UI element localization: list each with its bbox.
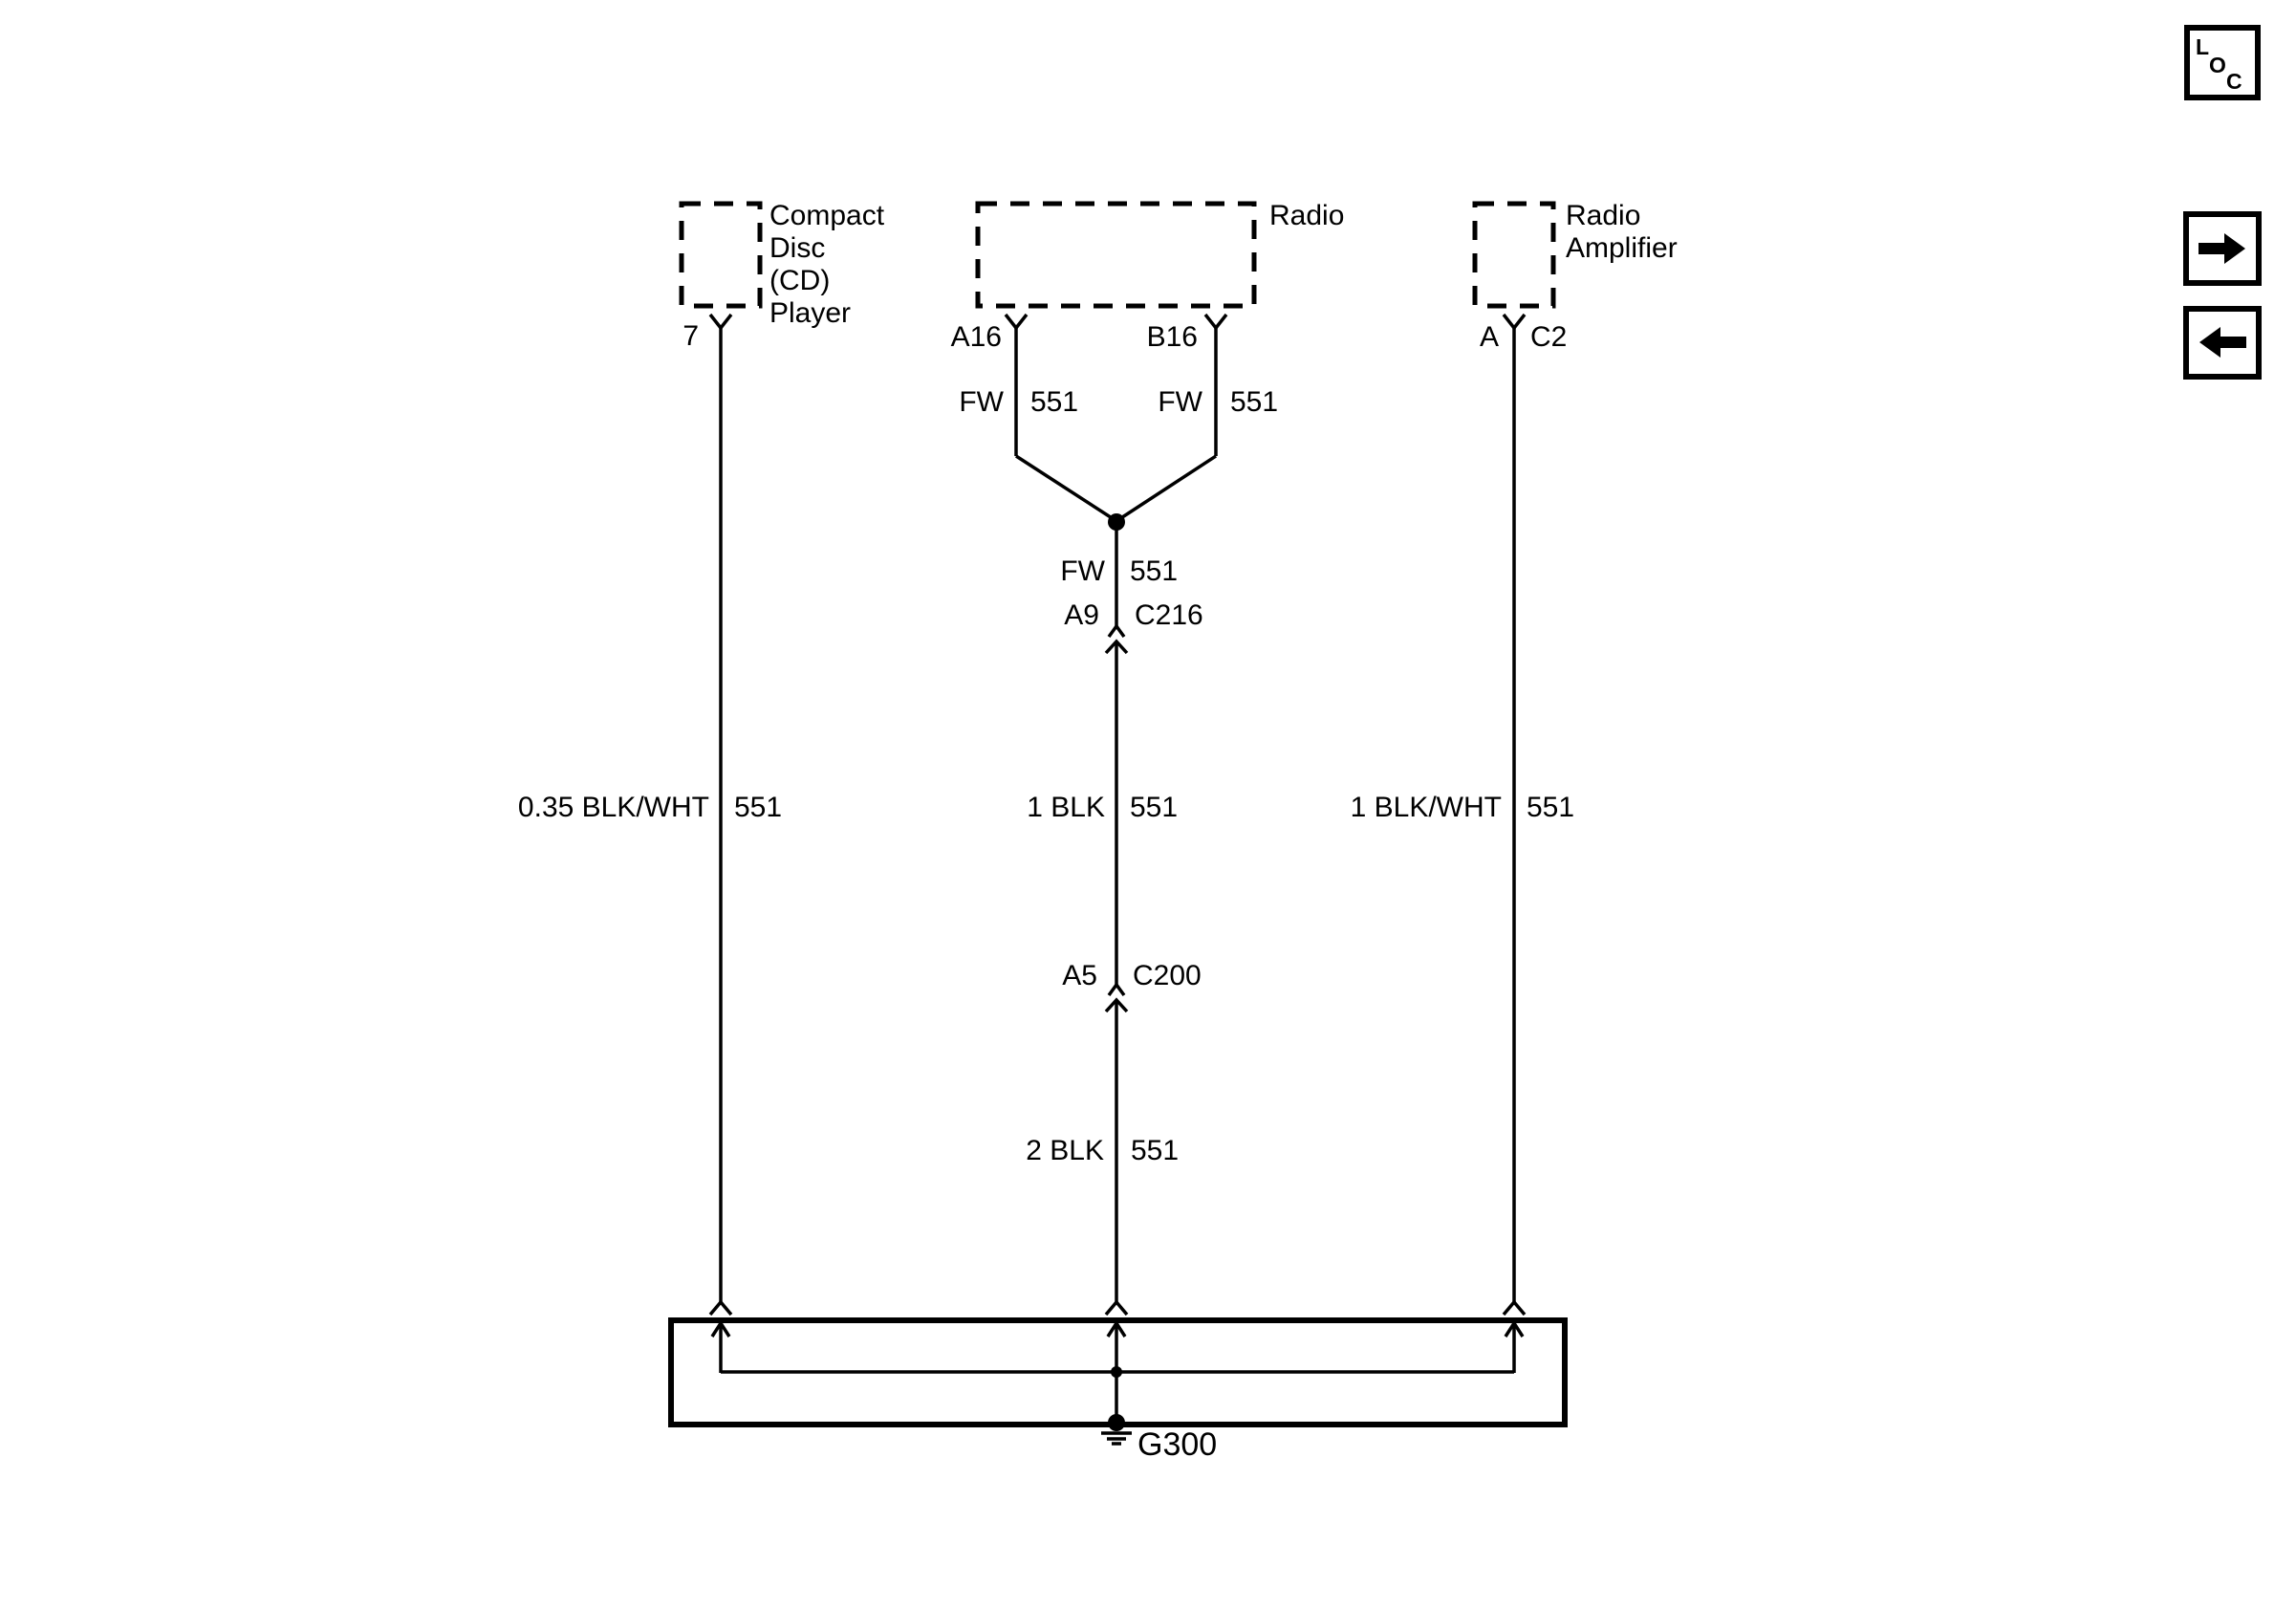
wire-joined-name: FW — [1060, 555, 1105, 587]
mid-ground-entry-connector-icon — [1104, 1299, 1129, 1316]
ground-block-arrow-mid-icon — [1106, 1319, 1127, 1338]
cd-player-label-line3: (CD) — [769, 265, 830, 296]
ground-name-label: G300 — [1137, 1426, 1217, 1463]
loc-letter-c: C — [2226, 69, 2242, 94]
radio-label: Radio — [1269, 200, 1344, 231]
cd-player-label-line2: Disc — [769, 232, 825, 264]
wire-radio-to-ground-name: 1 BLK — [1027, 792, 1105, 823]
wire-joined-circuit: 551 — [1130, 555, 1178, 587]
loc-letter-l: L — [2196, 34, 2209, 59]
cd-pin-label: 7 — [682, 320, 699, 352]
cd-player-label-line1: Compact — [769, 200, 885, 231]
wire-radio-a16-diagonal — [1015, 454, 1117, 523]
cd-ground-entry-connector-icon — [708, 1299, 733, 1316]
amp-connector-label: C2 — [1530, 321, 1567, 353]
wire-a16-circuit: 551 — [1030, 386, 1078, 418]
wire-amp-to-ground-circuit: 551 — [1527, 792, 1574, 823]
radio-pin-b16-connector-icon — [1203, 313, 1228, 331]
amp-ground-entry-connector-icon — [1502, 1299, 1527, 1316]
c200-pin-label: A5 — [1062, 960, 1097, 991]
c216-name-label: C216 — [1135, 599, 1203, 631]
forward-arrow-icon — [2199, 233, 2245, 264]
loc-button[interactable]: L O C — [2184, 25, 2261, 100]
wire-cd-to-ground-circuit: 551 — [734, 792, 782, 823]
wire-cd-to-ground-name: 0.35 BLK/WHT — [518, 792, 709, 823]
wire-b16-circuit: 551 — [1230, 386, 1278, 418]
loc-letter-o: O — [2209, 53, 2226, 77]
c216-pin-label: A9 — [1064, 599, 1099, 631]
c200-female-connector-icon — [1107, 982, 1126, 997]
c216-female-connector-icon — [1107, 623, 1126, 639]
wire-amp-to-ground-name: 1 BLK/WHT — [1351, 792, 1502, 823]
wire-splice-to-ground-circuit: 551 — [1131, 1135, 1179, 1166]
radio-amplifier-label-line1: Radio — [1566, 200, 1640, 231]
wire-a16-name: FW — [959, 386, 1004, 418]
wire-radio-to-ground-circuit: 551 — [1130, 792, 1178, 823]
radio-pin-a16-label: A16 — [951, 321, 1002, 353]
radio-amplifier-box — [1472, 201, 1556, 309]
amp-pin-label: A — [1480, 321, 1499, 353]
ground-block-arrow-left-icon — [710, 1319, 731, 1338]
radio-amplifier-label-line2: Amplifier — [1566, 232, 1678, 264]
wire-radio-b16-diagonal — [1116, 454, 1217, 523]
ground-icon — [1101, 1431, 1132, 1446]
ground-block-arrow-right-icon — [1504, 1319, 1525, 1338]
back-arrow-icon — [2199, 327, 2246, 358]
amp-pin-connector-icon — [1502, 313, 1527, 331]
wire-splice-to-ground-name: 2 BLK — [1026, 1135, 1104, 1166]
radio-box — [975, 201, 1257, 309]
next-page-button[interactable] — [2183, 211, 2262, 286]
previous-page-button[interactable] — [2183, 306, 2262, 380]
cd-player-box — [679, 201, 763, 309]
ground-terminal-dot — [1108, 1414, 1125, 1431]
wire-b16-name: FW — [1158, 386, 1202, 418]
radio-pin-a16-connector-icon — [1004, 313, 1029, 331]
cd-pin-connector-icon — [708, 313, 733, 331]
cd-player-label-line4: Player — [769, 297, 851, 329]
c200-name-label: C200 — [1133, 960, 1202, 991]
radio-pin-b16-label: B16 — [1147, 321, 1198, 353]
